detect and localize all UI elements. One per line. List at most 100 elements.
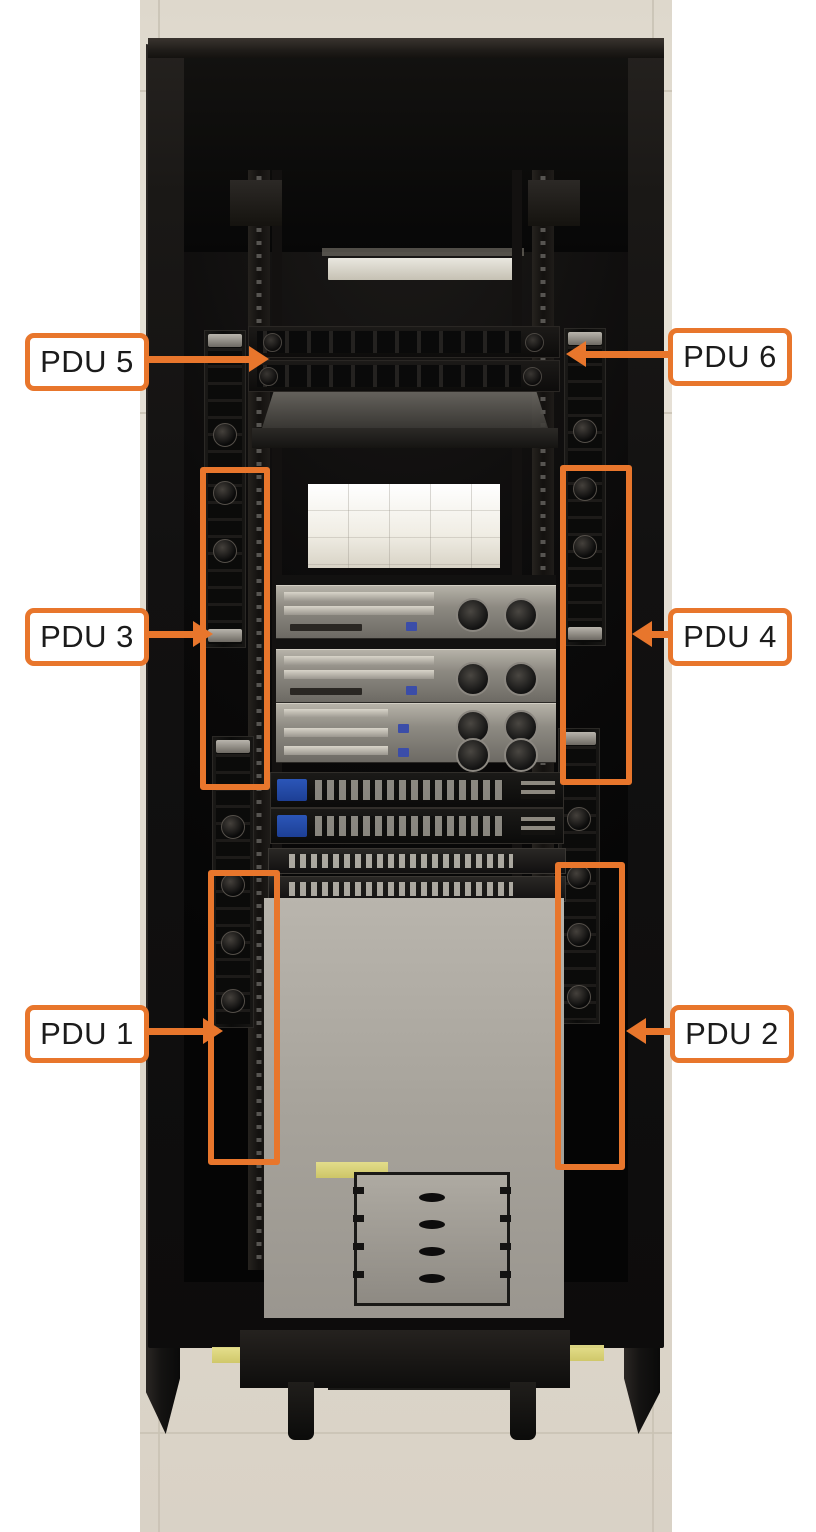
cable-grommet-slot (419, 1220, 445, 1229)
cooling-fan (456, 738, 490, 772)
switch-port-row (315, 780, 503, 800)
pdu-socket (573, 419, 597, 443)
rack-shelf-lip (252, 428, 558, 448)
rack-shelf-tray (262, 392, 548, 428)
patch-port-row (289, 854, 513, 868)
plate-notch (500, 1243, 511, 1250)
switch-vendor-badge (277, 815, 307, 837)
pdu-socket (213, 539, 237, 563)
pdu-socket (567, 985, 591, 1009)
pdu-socket (523, 367, 542, 386)
vertical-pdu-4 (564, 328, 606, 646)
switch-uplink-ports (521, 817, 555, 835)
label-pdu-2: PDU 2 (670, 1005, 794, 1063)
floor-cable-plate (353, 1172, 511, 1306)
server-stack (276, 575, 556, 772)
plate-notch (500, 1271, 511, 1278)
cooling-fan (456, 662, 490, 696)
background-ceiling-light (308, 484, 500, 568)
cable-grommet-slot (419, 1274, 445, 1283)
label-pdu-5: PDU 5 (25, 333, 149, 391)
pdu-socket (221, 989, 245, 1013)
plate-notch (353, 1215, 364, 1222)
drive-bay (284, 606, 434, 615)
pdu-socket (567, 865, 591, 889)
rack-bracket-right (528, 180, 580, 226)
vertical-pdu-3 (204, 330, 246, 648)
cooling-fan (504, 662, 538, 696)
patch-panel-1 (268, 848, 566, 874)
patch-port-row (289, 882, 513, 896)
pdu-socket (567, 923, 591, 947)
cooling-fan (456, 598, 490, 632)
rack-top-lip (148, 38, 664, 58)
pdu-end-cap (208, 629, 242, 642)
cooling-fan (504, 738, 538, 772)
switch-vendor-badge (277, 779, 307, 801)
switch-port-row (315, 816, 503, 836)
rack-bracket-left (230, 180, 282, 226)
pdu-socket (259, 367, 278, 386)
horizontal-pdu-6 (248, 326, 560, 358)
pdu-outlet-strip (257, 331, 521, 353)
vga-port (406, 622, 417, 631)
plate-notch (353, 1271, 364, 1278)
drive-bay (284, 746, 388, 755)
pdu-end-cap (568, 627, 602, 640)
vga-port (406, 686, 417, 695)
pdu-end-cap (568, 332, 602, 345)
drive-bay (284, 592, 434, 601)
plate-notch (500, 1215, 511, 1222)
pdu-socket (573, 535, 597, 559)
label-pdu-3: PDU 3 (25, 608, 149, 666)
floor-tile-line (140, 1432, 672, 1434)
vga-port (398, 748, 409, 757)
horizontal-pdu-5 (248, 360, 560, 392)
pdu-socket (221, 873, 245, 897)
ceiling-tile-grid (308, 484, 500, 568)
rail-hole-pattern (256, 176, 262, 1264)
drive-bay (284, 709, 388, 718)
plate-notch (500, 1187, 511, 1194)
label-pdu-4: PDU 4 (668, 608, 792, 666)
server-gap (276, 639, 556, 651)
pdu-socket (525, 333, 544, 352)
cable-grommet-slot (419, 1247, 445, 1256)
vertical-pdu-1 (212, 736, 254, 1028)
drive-bay (284, 656, 434, 665)
pdu-socket (221, 931, 245, 955)
pdu-socket (263, 333, 282, 352)
rack-foot-right (510, 1382, 536, 1440)
network-switch-1 (270, 772, 564, 808)
switch-uplink-ports (521, 781, 555, 799)
pdu-socket (573, 477, 597, 501)
light-reflection-shadow (322, 248, 524, 256)
rack-foot-left (288, 1382, 314, 1440)
rack-photograph (140, 0, 672, 1532)
pdu-end-cap (216, 740, 250, 753)
rack-base-plinth (240, 1330, 570, 1388)
server-node-3 (276, 703, 556, 772)
cooling-fan (504, 598, 538, 632)
cable-grommet-slot (419, 1193, 445, 1202)
server-gap (276, 575, 556, 587)
server-node-2 (276, 649, 556, 703)
pdu-end-cap (208, 334, 242, 347)
plate-notch (353, 1187, 364, 1194)
label-pdu-6: PDU 6 (668, 328, 792, 386)
io-ports (290, 624, 362, 631)
pdu-outlet-strip (257, 365, 521, 387)
pdu-socket (221, 815, 245, 839)
light-reflection-strip (328, 258, 518, 280)
server-node-1 (276, 585, 556, 639)
pdu-socket (567, 807, 591, 831)
pdu-socket (213, 423, 237, 447)
patch-panel-2 (268, 876, 566, 902)
pdu-socket (213, 481, 237, 505)
label-pdu-1: PDU 1 (25, 1005, 149, 1063)
drive-bay (284, 670, 434, 679)
io-ports (290, 688, 362, 695)
pdu-end-cap (562, 732, 596, 745)
network-switch-2 (270, 808, 564, 844)
